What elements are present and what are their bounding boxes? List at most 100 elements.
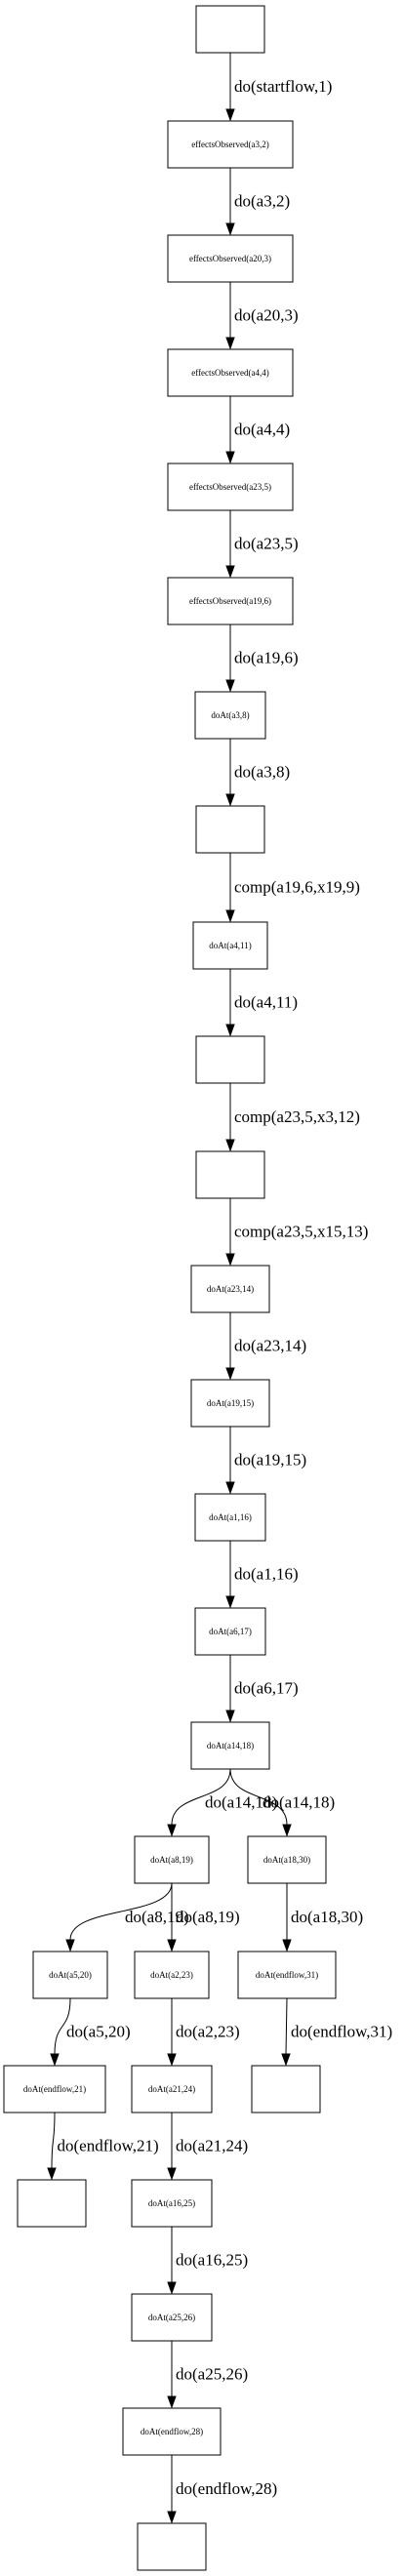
- node-label: doAt(a23,14): [207, 1284, 254, 1294]
- edge-label: do(a23,14): [234, 1337, 306, 1355]
- graph-edge: comp(a19,6,x19,9): [225, 853, 360, 923]
- node-label: effectsObserved(a20,3): [189, 254, 271, 263]
- node-label: doAt(a25,26): [148, 2313, 195, 2322]
- edge-label: do(a1,16): [234, 1565, 299, 1584]
- graph-node: doAt(a25,26): [131, 2293, 213, 2342]
- graph-node: doAt(a19,15): [190, 1379, 270, 1428]
- edge-arrowhead: [225, 679, 235, 693]
- edge-line: [54, 1997, 71, 2055]
- graph-edge: do(a14,18): [229, 1768, 335, 1837]
- graph-node: doAt(a6,17): [194, 1607, 266, 1656]
- edge-arrowhead: [167, 2395, 177, 2409]
- graph-node: doAt(a3,8): [194, 691, 266, 740]
- node-box: [131, 2065, 213, 2113]
- graph-edge: do(a14,18): [167, 1768, 277, 1837]
- edge-label: do(a19,6): [234, 649, 299, 667]
- graph-node: doAt(a21,24): [131, 2065, 213, 2113]
- node-label: doAt(endflow,28): [141, 2427, 203, 2436]
- edge-arrowhead: [282, 1824, 292, 1837]
- node-box: [122, 2407, 222, 2456]
- graph-edge: do(a18,30): [282, 1883, 363, 1952]
- graph-node: [195, 1035, 265, 1084]
- graph-edge: do(a8,19): [65, 1882, 189, 1952]
- graph-edge: do(endflow,21): [47, 2112, 159, 2181]
- edges: do(startflow,1)do(a3,2)do(a20,3)do(a4,4)…: [47, 53, 392, 2524]
- node-label: effectsObserved(a19,6): [189, 596, 271, 606]
- edge-label: do(a23,5): [234, 535, 299, 553]
- graph-edge: do(a23,14): [225, 1312, 306, 1381]
- graph-node: [251, 2065, 321, 2113]
- graph-edge: do(a21,24): [167, 2113, 248, 2181]
- graph-edge: do(a20,3): [225, 282, 299, 350]
- node-label: doAt(endflow,31): [256, 1970, 318, 1980]
- graph-node: doAt(endflow,21): [3, 2065, 106, 2113]
- graph-node: doAt(a18,30): [247, 1835, 327, 1884]
- graph-edge: do(a25,26): [167, 2341, 248, 2409]
- graph-edge: do(startflow,1): [225, 53, 332, 122]
- edge-label: do(a8,19): [176, 1908, 240, 1926]
- node-box: [195, 1035, 265, 1084]
- edge-label: do(a20,3): [234, 306, 299, 325]
- edge-line: [69, 1882, 173, 1941]
- node-label: doAt(a4,11): [209, 941, 251, 950]
- graph-edge: do(a3,2): [225, 168, 290, 236]
- node-label: doAt(a14,18): [207, 1741, 254, 1751]
- edge-label: do(a6,17): [234, 1679, 299, 1698]
- edge-label: do(a4,11): [234, 993, 298, 1012]
- graph-node: effectsObserved(a3,2): [167, 120, 294, 169]
- edge-label: do(a25,26): [176, 2365, 248, 2384]
- graph-edge: do(a19,6): [225, 624, 299, 693]
- node-box: [190, 1721, 270, 1770]
- edge-label: do(endflow,28): [176, 2479, 277, 2498]
- graph-node: doAt(a16,25): [131, 2179, 213, 2228]
- node-box: [167, 234, 294, 283]
- graph-node: doAt(a2,23): [134, 1951, 210, 1999]
- node-label: doAt(a19,15): [207, 1398, 254, 1408]
- graph-node: effectsObserved(a19,6): [167, 577, 294, 625]
- graph-edge: do(a3,8): [225, 739, 290, 807]
- edge-line: [285, 1997, 288, 2055]
- node-label: doAt(a6,17): [209, 1627, 252, 1636]
- node-box: [194, 1607, 266, 1656]
- edge-label: comp(a23,5,x15,13): [234, 1223, 368, 1241]
- node-box: [192, 921, 268, 970]
- node-label: doAt(a21,24): [148, 2084, 195, 2094]
- graph-node: doAt(a1,16): [194, 1493, 266, 1542]
- graph-edge: do(a8,19): [167, 1883, 240, 1952]
- node-label: doAt(a5,20): [49, 1970, 92, 1980]
- edge-line: [171, 1768, 231, 1826]
- edge-line: [51, 2112, 56, 2169]
- edge-arrowhead: [167, 2511, 177, 2524]
- edge-arrowhead: [281, 2053, 291, 2067]
- node-box: [167, 577, 294, 625]
- node-box: [167, 120, 294, 169]
- graph-node: doAt(a8,19): [134, 1835, 210, 1884]
- edge-label: do(a3,2): [234, 192, 290, 211]
- edge-arrowhead: [167, 2281, 177, 2295]
- graph-edge: do(a5,20): [50, 1997, 131, 2067]
- node-box: [190, 1265, 270, 1313]
- node-box: [194, 1493, 266, 1542]
- node-box: [134, 1835, 210, 1884]
- graph-node: effectsObserved(a23,5): [167, 463, 294, 511]
- graph-edge: do(a23,5): [225, 510, 299, 579]
- edge-arrowhead: [47, 2167, 57, 2181]
- graph-node: effectsObserved(a4,4): [167, 348, 294, 397]
- node-box: [3, 2065, 106, 2113]
- node-label: doAt(a8,19): [150, 1855, 193, 1865]
- graph-node: [195, 1150, 265, 1199]
- edge-label: do(a16,25): [176, 2251, 248, 2270]
- node-box: [167, 348, 294, 397]
- node-box: [247, 1835, 327, 1884]
- edge-arrowhead: [225, 337, 235, 350]
- graph-node: doAt(a5,20): [32, 1951, 108, 1999]
- edge-arrowhead: [225, 1481, 235, 1495]
- edge-label: comp(a23,5,x3,12): [234, 1107, 360, 1126]
- edge-arrowhead: [225, 108, 235, 122]
- graph-node: doAt(a14,18): [190, 1721, 270, 1770]
- edge-label: do(a8,19): [125, 1908, 189, 1926]
- edge-label: do(endflow,31): [291, 2023, 392, 2041]
- edge-label: do(a21,24): [176, 2137, 248, 2155]
- edge-arrowhead: [225, 1710, 235, 1723]
